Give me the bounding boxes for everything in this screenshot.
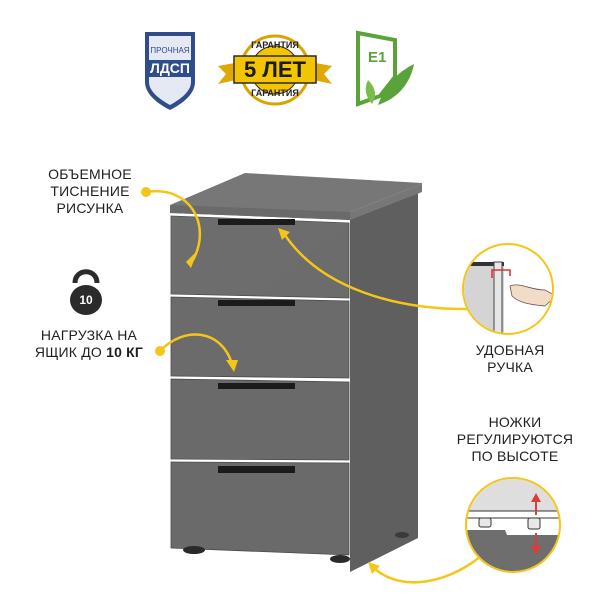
- load-arrow: [159, 333, 234, 365]
- warranty-badge: [218, 34, 332, 106]
- cabinet-foot: [183, 546, 205, 554]
- legs-detail-inset: [465, 477, 561, 573]
- drawer-handle: [218, 219, 295, 225]
- cabinet-foot: [330, 555, 350, 563]
- load-label-line1: НАГРУЗКА НА: [40, 327, 138, 343]
- drawer-1: [170, 215, 350, 299]
- chipboard-badge-line1: ПРОЧНАЯ: [150, 46, 190, 55]
- cabinet-foot: [395, 532, 409, 538]
- drawer-handle: [218, 300, 295, 306]
- legs-label-line: НОЖКИ: [488, 414, 542, 430]
- embossing-label-line: ОБЪЕМНОЕ: [48, 166, 132, 182]
- chipboard-badge: [145, 32, 195, 110]
- handle-label-line: УДОБНАЯ: [475, 342, 545, 358]
- warranty-top-text: ГАРАНТИЯ: [251, 40, 299, 50]
- embossing-label-line: ТИСНЕНИЕ: [50, 183, 130, 199]
- drawer-handle: [218, 466, 295, 473]
- kettlebell-icon: [70, 269, 102, 315]
- drawer-handle: [218, 383, 295, 389]
- kettlebell-weight: 10: [79, 293, 93, 307]
- handle-arrow: [281, 231, 471, 311]
- drawer-3: [170, 378, 350, 461]
- handle-label-line: РУЧКА: [487, 359, 533, 375]
- legs-label: НОЖКИ РЕГУЛИРУЮТСЯ ПО ВЫСОТЕ: [445, 414, 585, 465]
- embossing-label-line: РИСУНКА: [56, 200, 124, 216]
- handle-label: УДОБНАЯ РУЧКА: [458, 342, 562, 376]
- legs-label-line: ПО ВЫСОТЕ: [471, 448, 559, 464]
- embossing-arrow: [145, 189, 202, 261]
- load-label-value: 10 КГ: [106, 344, 144, 360]
- legs-label-line: РЕГУЛИРУЮТСЯ: [456, 431, 574, 447]
- drawer-4: [170, 461, 350, 556]
- cabinet-top-edge: [170, 205, 350, 220]
- handle-detail-inset: [462, 243, 554, 335]
- chipboard-badge-line2: ЛДСП: [150, 60, 190, 76]
- legs-arrow: [371, 556, 481, 584]
- eco-e1-text: E1: [368, 49, 387, 66]
- arrowheads: [141, 187, 380, 574]
- eco-e1-badge: [356, 30, 414, 107]
- callout-arrows: [145, 189, 481, 584]
- warranty-main-text: 5 ЛЕТ: [244, 57, 306, 82]
- cabinet-side: [350, 190, 418, 572]
- load-label: НАГРУЗКА НА ЯЩИК ДО 10 КГ: [20, 327, 158, 361]
- load-label-prefix: ЯЩИК ДО: [34, 344, 107, 360]
- warranty-bottom-text: ГАРАНТИЯ: [251, 88, 299, 98]
- drawer-2: [170, 296, 350, 379]
- load-label-line2: ЯЩИК ДО 10 КГ: [20, 344, 158, 361]
- embossing-label: ОБЪЕМНОЕ ТИСНЕНИЕ РИСУНКА: [30, 166, 150, 217]
